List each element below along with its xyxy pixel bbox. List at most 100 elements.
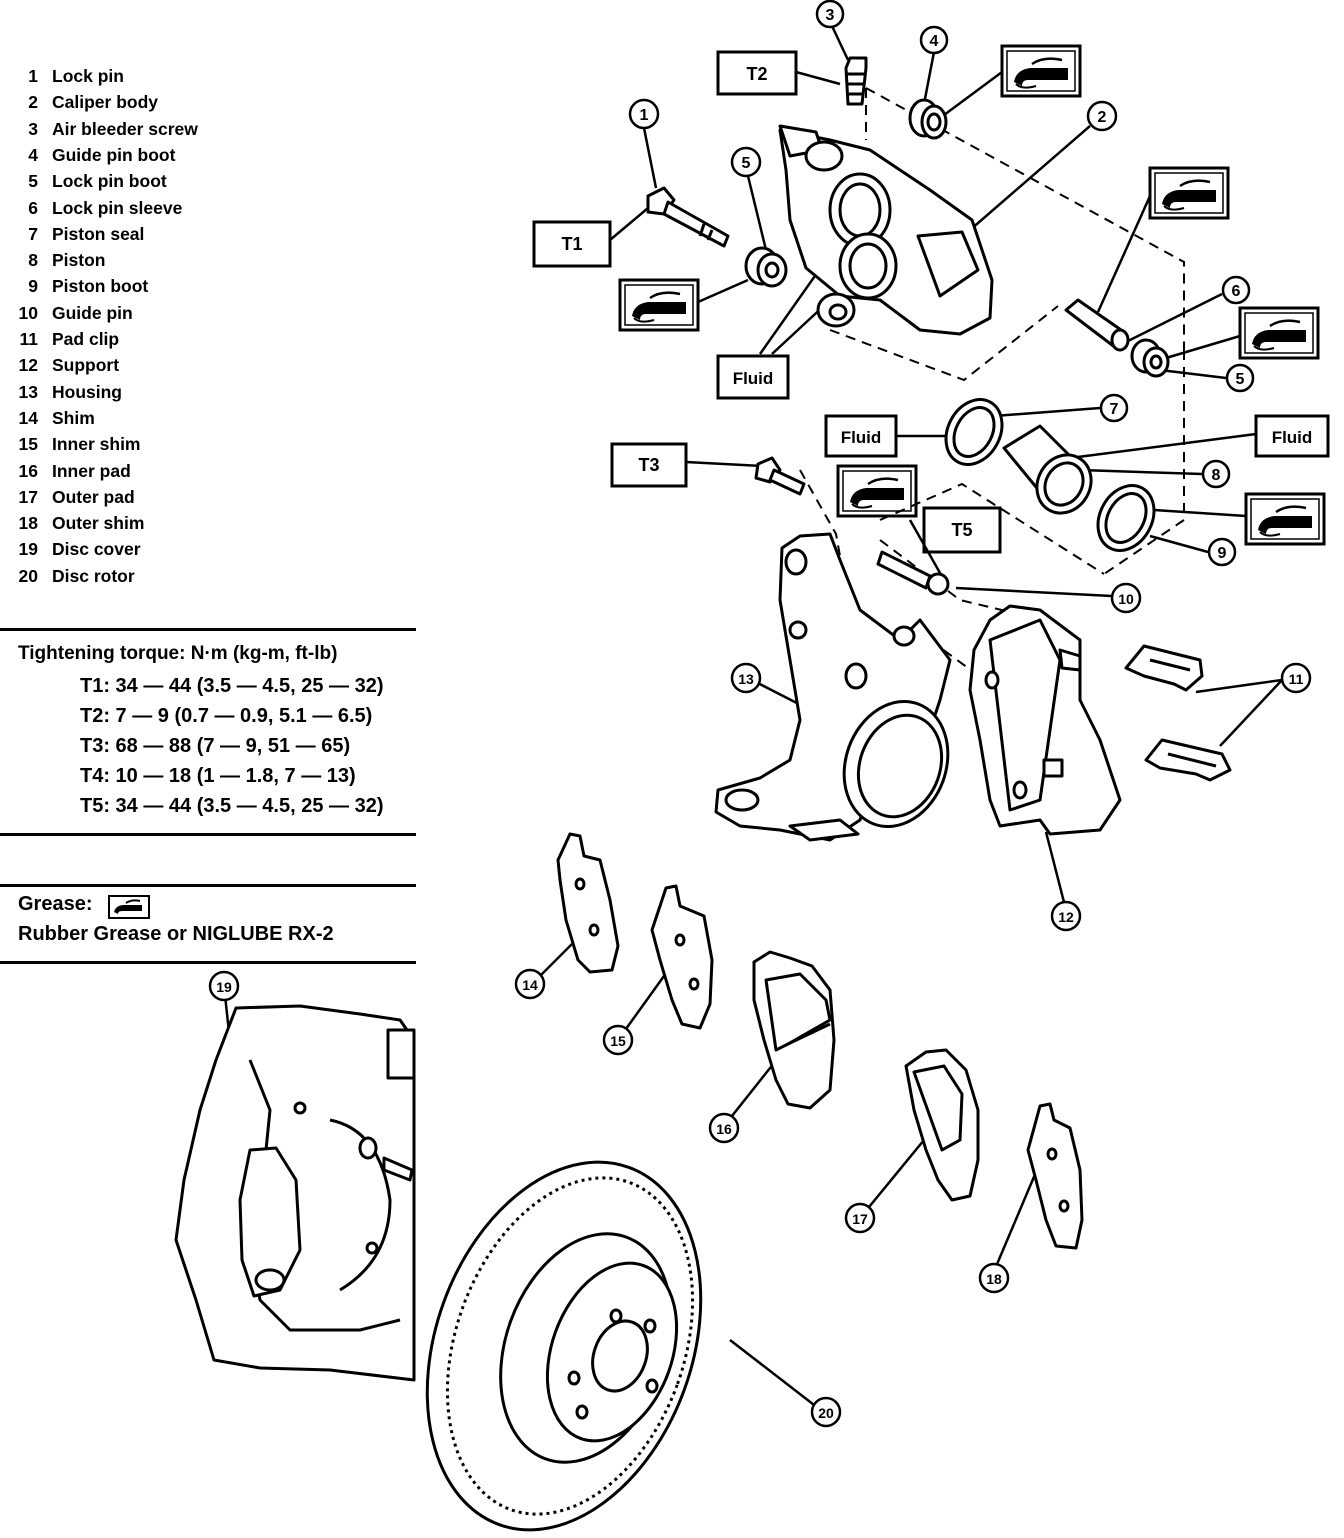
- callout-6: 6: [1221, 275, 1251, 305]
- svg-text:T5: T5: [951, 520, 972, 540]
- svg-text:1: 1: [640, 107, 649, 124]
- grease-spec: Grease: Rubber Grease or NIGLUBE RX-2: [0, 884, 416, 964]
- svg-text:Fluid: Fluid: [841, 428, 882, 447]
- label-t3: T3: [610, 442, 688, 488]
- legend-number: 11: [19, 329, 39, 349]
- legend-label: Caliper body: [52, 92, 158, 113]
- legend-number: 16: [18, 460, 38, 481]
- legend-label: Lock pin boot: [52, 171, 167, 192]
- svg-text:15: 15: [610, 1033, 626, 1049]
- lock-pin-sleeve: [1064, 298, 1130, 352]
- svg-text:T2: T2: [746, 64, 767, 84]
- svg-text:9: 9: [1218, 545, 1227, 562]
- callouts: 1 2 3 4 5 6 5 7 8 9 10 11 12 13 14 15 16…: [208, 0, 1312, 1428]
- torque-row-t1: T1: 34 — 44 (3.5 — 4.5, 25 — 32): [80, 675, 384, 697]
- legend-number: 6: [28, 197, 38, 218]
- grease-label: Grease:: [18, 893, 93, 915]
- svg-text:18: 18: [986, 1271, 1002, 1287]
- svg-text:14: 14: [522, 977, 538, 993]
- legend-label: Lock pin sleeve: [52, 197, 183, 218]
- lock-pin-boot-left: [744, 246, 788, 288]
- housing-bolt: [754, 456, 806, 496]
- legend-label: Guide pin: [52, 302, 133, 323]
- label-fluid-seal: Fluid: [824, 414, 898, 458]
- torque-heading: Tightening torque: N·m (kg-m, ft-lb): [18, 643, 338, 664]
- svg-text:Fluid: Fluid: [733, 369, 774, 388]
- legend-number: 5: [28, 171, 38, 192]
- legend-label: Piston boot: [52, 276, 149, 297]
- grease-gun-icon: [108, 895, 150, 919]
- svg-text:6: 6: [1232, 283, 1241, 300]
- grease-icon-boot5-left: [618, 278, 700, 332]
- housing: [714, 532, 952, 842]
- svg-text:17: 17: [852, 1211, 868, 1227]
- torque-row-t4: T4: 10 — 18 (1 — 1.8, 7 — 13): [80, 765, 356, 787]
- legend-label: Shim: [52, 407, 95, 428]
- callout-19: 19: [208, 970, 240, 1002]
- inner-shim: [650, 884, 714, 1030]
- legend-label: Support: [52, 355, 120, 376]
- inner-pad: [752, 950, 836, 1110]
- callout-14: 14: [514, 968, 546, 1000]
- legend-number: 3: [28, 118, 38, 139]
- legend-number: 7: [28, 223, 38, 244]
- svg-text:20: 20: [818, 1405, 834, 1421]
- legend-number: 8: [28, 250, 38, 271]
- callout-9: 9: [1207, 537, 1237, 567]
- legend-label: Air bleeder screw: [52, 118, 198, 139]
- callout-5-right: 5: [1225, 363, 1255, 393]
- piston-boot: [1096, 484, 1156, 552]
- legend-label: Guide pin boot: [52, 144, 176, 165]
- legend-number: 17: [18, 486, 38, 507]
- disc-cover: [174, 1004, 416, 1382]
- legend-label: Outer pad: [52, 486, 135, 507]
- callout-20: 20: [810, 1396, 842, 1428]
- svg-text:2: 2: [1098, 109, 1107, 126]
- callout-11: 11: [1280, 662, 1312, 694]
- legend-number: 10: [18, 302, 38, 323]
- piston: [1002, 424, 1093, 515]
- svg-text:11: 11: [1289, 671, 1304, 687]
- lock-pin-boot-right: [1130, 338, 1170, 378]
- guide-pin-boot: [908, 98, 948, 140]
- svg-text:19: 19: [216, 979, 232, 995]
- callout-17: 17: [844, 1202, 876, 1234]
- outer-shim: [1026, 1102, 1084, 1250]
- legend-label: Inner shim: [52, 434, 141, 455]
- legend-label: Disc rotor: [52, 565, 135, 586]
- legend-number: 15: [18, 434, 38, 455]
- callout-7: 7: [1099, 393, 1129, 423]
- callout-3: 3: [815, 0, 845, 29]
- legend-number: 14: [18, 407, 38, 428]
- label-t1: T1: [532, 220, 612, 268]
- callout-10: 10: [1110, 582, 1142, 614]
- guide-pin: [876, 550, 950, 596]
- label-fluid-piston: Fluid: [1254, 414, 1330, 458]
- torque-row-t3: T3: 68 — 88 (7 — 9, 51 — 65): [80, 735, 351, 757]
- grease-spec-text: Rubber Grease or NIGLUBE RX-2: [18, 923, 334, 945]
- callout-15: 15: [602, 1024, 634, 1056]
- svg-text:Fluid: Fluid: [1272, 428, 1313, 447]
- legend-label: Housing: [52, 381, 122, 402]
- legend-number: 20: [18, 565, 38, 586]
- legend-number: 13: [18, 381, 38, 402]
- legend-number: 18: [18, 513, 38, 534]
- callout-1: 1: [628, 98, 660, 130]
- legend-label: Pad clip: [52, 329, 120, 349]
- pad-clip-lower: [1144, 738, 1232, 782]
- callout-8: 8: [1201, 459, 1231, 489]
- svg-text:5: 5: [742, 155, 751, 172]
- label-fluid-caliper: Fluid: [716, 354, 790, 400]
- grease-icon-boot5-right: [1238, 306, 1320, 360]
- svg-text:8: 8: [1212, 467, 1221, 484]
- lock-pin: [646, 186, 730, 248]
- air-bleeder-screw: [844, 56, 868, 106]
- svg-text:16: 16: [716, 1121, 732, 1137]
- legend-number: 4: [28, 144, 38, 165]
- callout-13: 13: [730, 662, 762, 694]
- legend-number: 2: [28, 92, 38, 113]
- legend-number: 12: [18, 355, 38, 376]
- legend-number: 19: [18, 539, 38, 560]
- legend-label: Piston seal: [52, 223, 145, 244]
- legend-label: Outer shim: [52, 513, 145, 534]
